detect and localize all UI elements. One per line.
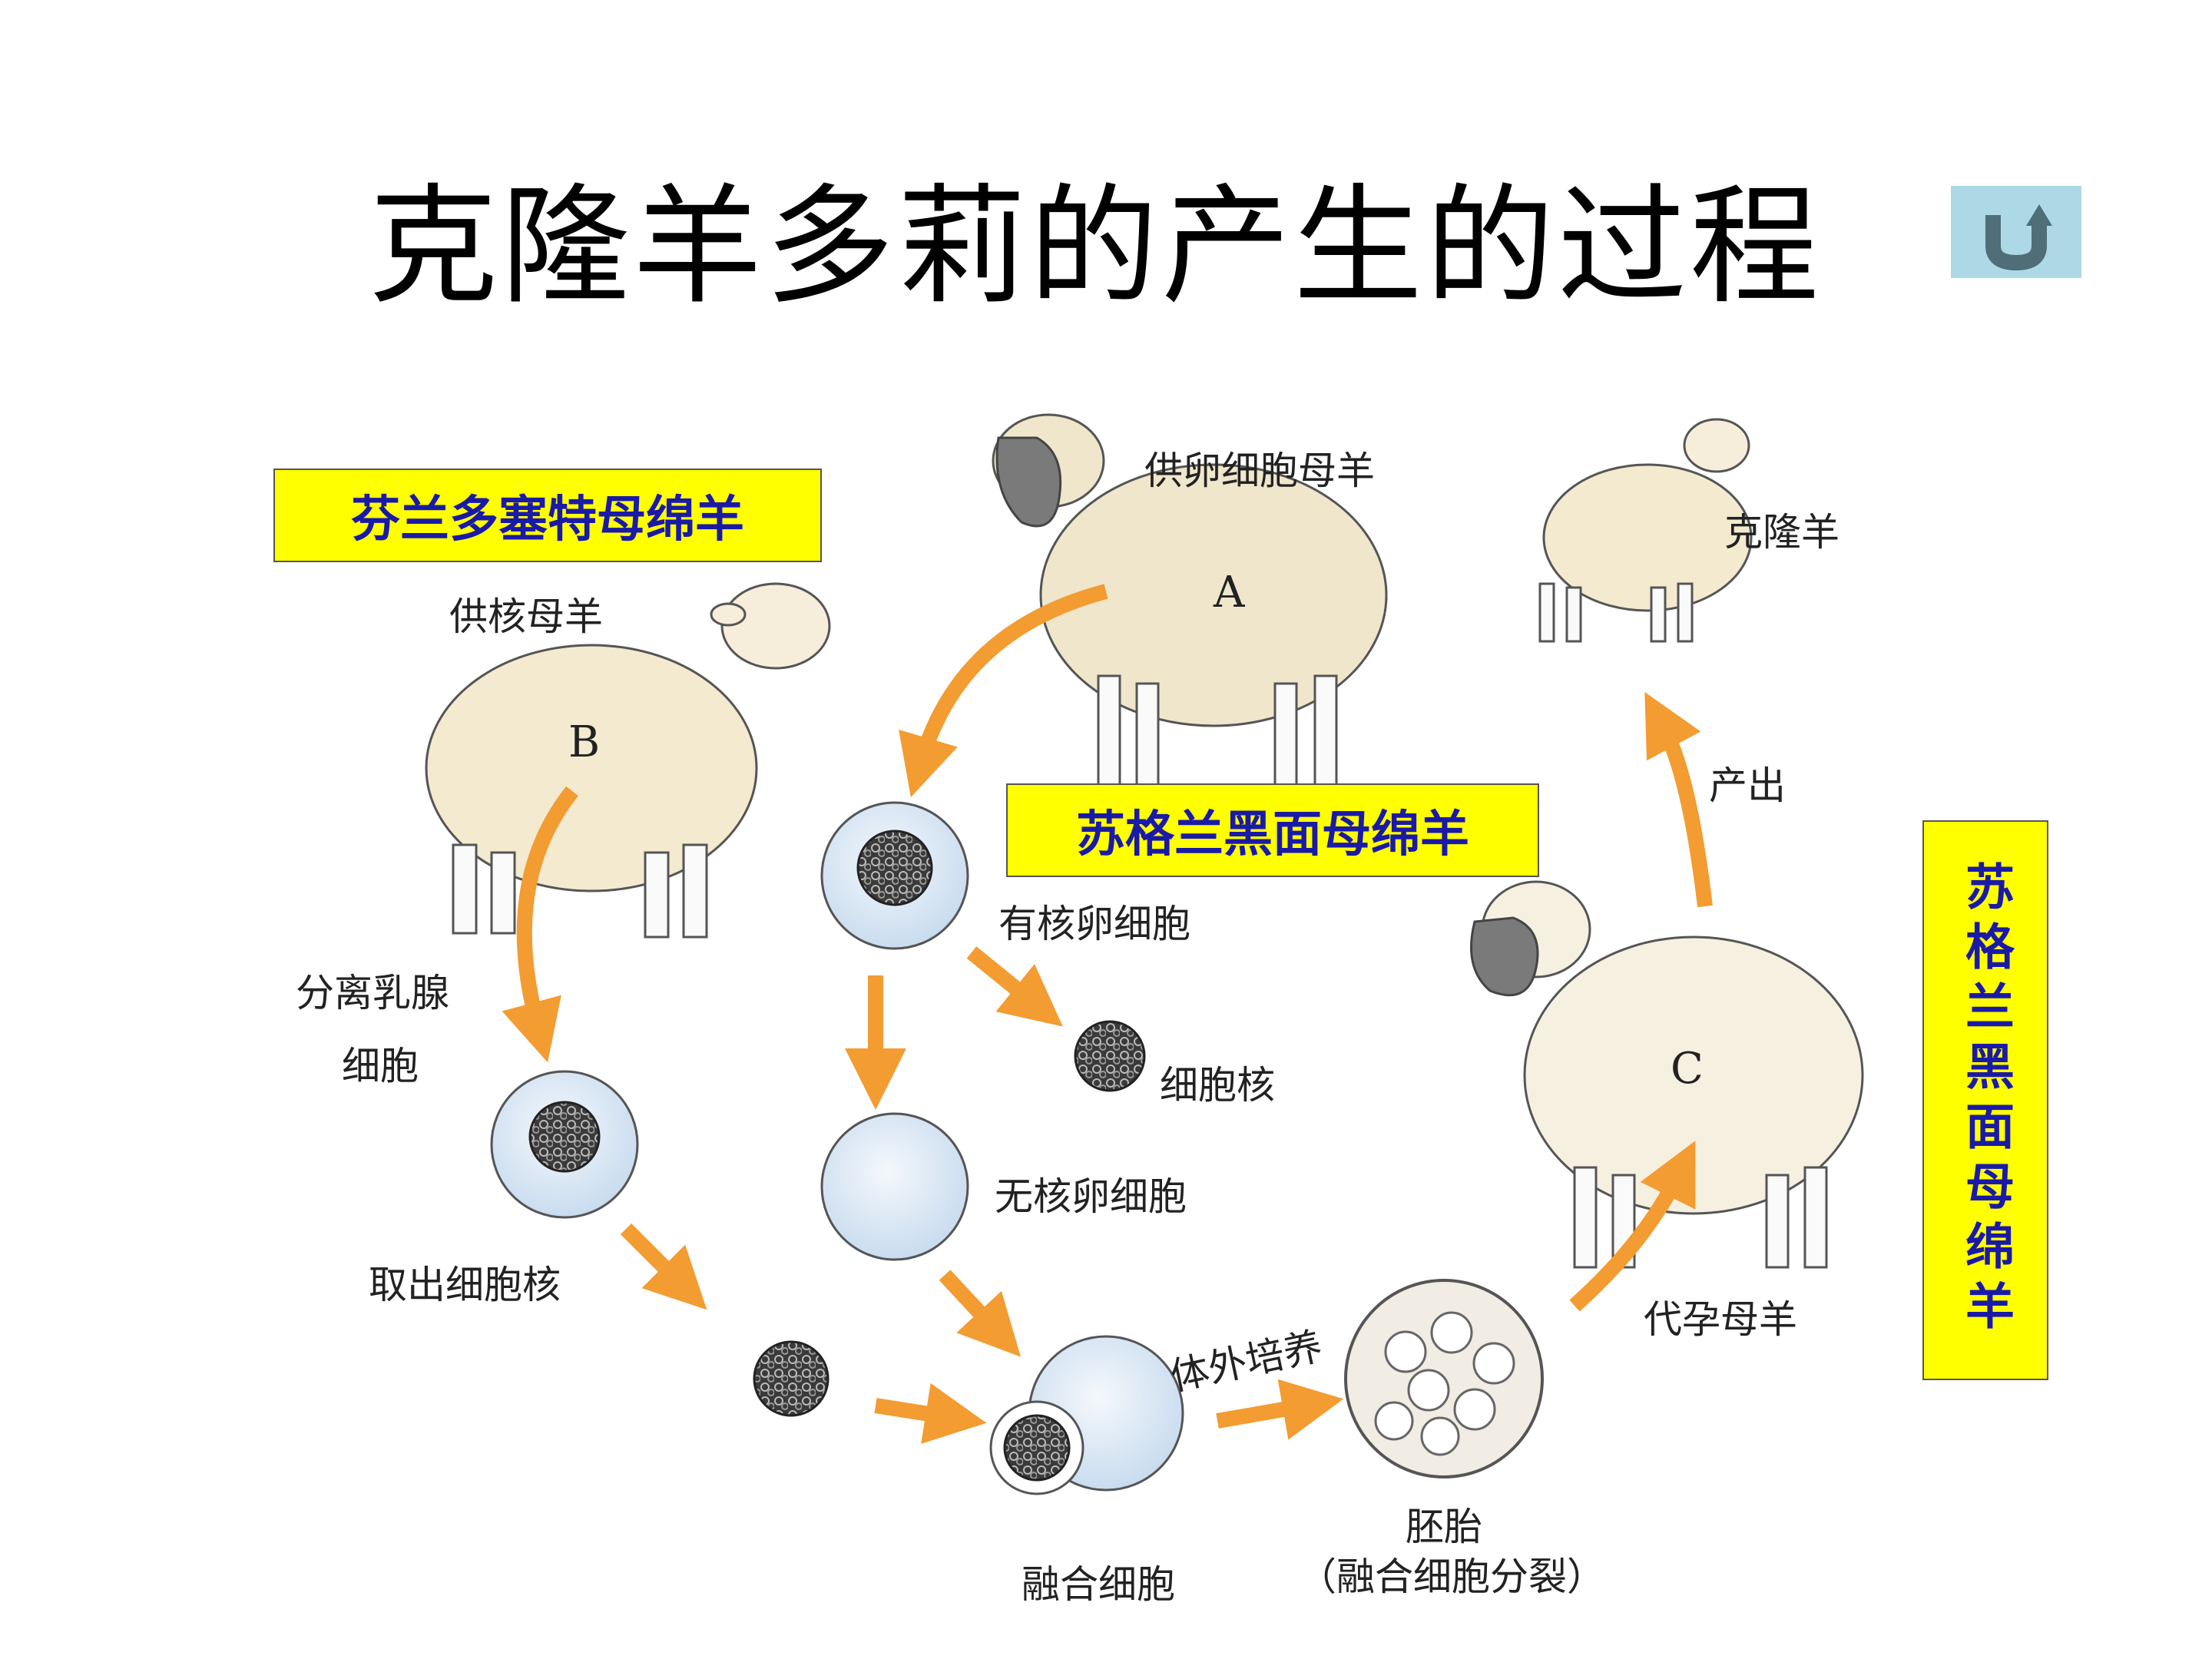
- born-label: 产出: [1709, 763, 1786, 808]
- arrow-nucleus-to-fused: [874, 1382, 987, 1444]
- process-arrows: [502, 584, 1713, 1444]
- embryo-note-label: （融合细胞分裂）: [1298, 1555, 1605, 1599]
- surrogate-breed-vertical-box: 苏格兰黑面母绵羊: [1922, 820, 2048, 1380]
- arrow-egg-to-nucleus: [966, 946, 1063, 1027]
- back-button[interactable]: [1951, 186, 2081, 278]
- separate-label-1: 分离乳腺: [296, 971, 449, 1015]
- fused-cell-label: 融合细胞: [1022, 1562, 1175, 1607]
- nucleated-egg-label: 有核卵细胞: [998, 902, 1190, 946]
- enucleated-egg-cell: [820, 1112, 969, 1261]
- fused-cell: [989, 1335, 1184, 1495]
- surrogate-label: 代孕母羊: [1644, 1297, 1797, 1342]
- sheep-b: B: [425, 582, 831, 939]
- nucleated-egg-cell: [820, 801, 969, 950]
- arrow-fused-to-embryo: [1216, 1379, 1344, 1440]
- take-nucleus-label: 取出细胞核: [369, 1263, 561, 1307]
- sheep-b-letter: B: [568, 717, 600, 767]
- sheep-a: A: [992, 413, 1388, 793]
- separate-label-2: 细胞: [342, 1044, 419, 1088]
- enucleated-egg-label: 无核卵细胞: [995, 1174, 1187, 1219]
- arrow-a-to-egg: [899, 584, 1108, 797]
- sheep-c-letter: C: [1671, 1044, 1704, 1094]
- in-vitro-label: 体外培养: [1167, 1324, 1326, 1399]
- arrow-cell-to-nucleus: [620, 1223, 707, 1310]
- embryo-cell: [1344, 1279, 1544, 1479]
- removed-nucleus: [1074, 1020, 1146, 1092]
- arrow-embryo-to-c: [1569, 1141, 1696, 1312]
- clone-label: 克隆羊: [1724, 510, 1839, 555]
- mammary-cell: [490, 1070, 639, 1219]
- u-turn-back-icon: [1985, 204, 2052, 271]
- arrow-enucleated-to-fused: [939, 1270, 1022, 1357]
- egg-donor-label: 供卵细胞母羊: [1144, 449, 1375, 493]
- sheep-a-letter: A: [1213, 568, 1245, 618]
- donor-nucleus: [753, 1340, 830, 1417]
- embryo-label: 胚胎: [1406, 1505, 1482, 1549]
- sheep-c: C: [1470, 880, 1864, 1269]
- scottish-blackface-label-box: 苏格兰黑面母绵羊: [1006, 783, 1539, 877]
- nucleus-label: 细胞核: [1160, 1063, 1275, 1108]
- clone-sheep: [1538, 418, 1753, 643]
- arrow-c-to-clone: [1644, 691, 1713, 908]
- page-title: 克隆羊多莉的产生的过程: [369, 171, 1822, 322]
- nucleus-donor-label: 供核母羊: [449, 594, 603, 639]
- finn-dorset-label-box: 芬兰多塞特母绵羊: [273, 469, 822, 562]
- arrow-b-to-cell: [502, 786, 578, 1063]
